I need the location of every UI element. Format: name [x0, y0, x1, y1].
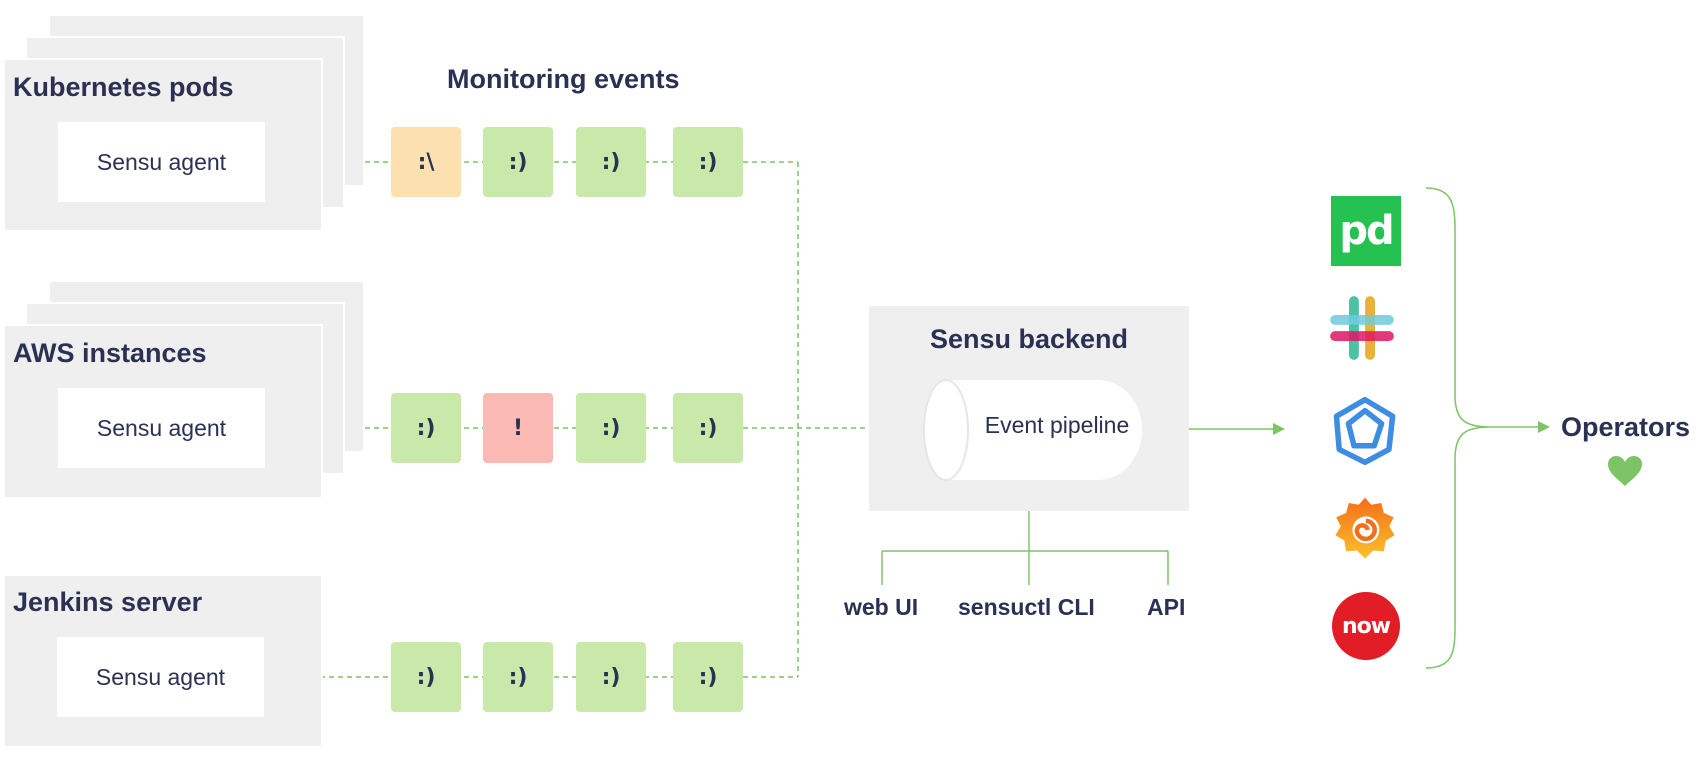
event-critical: !: [483, 393, 553, 463]
event-ok: :): [673, 393, 743, 463]
interface-tree: [881, 511, 1169, 585]
sensu-agent: Sensu agent: [57, 637, 264, 717]
event-ok: :): [576, 642, 646, 712]
stack-card-front: [3, 58, 323, 232]
group-title: AWS instances: [13, 338, 207, 368]
event-pipeline-cylinder: [923, 379, 1142, 481]
sensuctl-cli-label: sensuctl CLI: [958, 594, 1095, 620]
sensu-agent: Sensu agent: [58, 122, 265, 202]
event-ok: :): [673, 642, 743, 712]
event-ok: :): [391, 393, 461, 463]
operators-label: Operators: [1561, 412, 1691, 442]
pagerduty-icon: pd: [1331, 196, 1401, 266]
integrations-brace: [1425, 187, 1491, 669]
sensu-agent: Sensu agent: [58, 388, 265, 468]
event-warning: :\: [391, 127, 461, 197]
event-ok: :): [576, 393, 646, 463]
web-ui-label: web UI: [844, 594, 919, 620]
backend-title: Sensu backend: [929, 324, 1129, 354]
monitoring-events-heading: Monitoring events: [447, 64, 680, 94]
heart-icon: [1608, 456, 1642, 486]
event-ok: :): [673, 127, 743, 197]
event-ok: :): [483, 642, 553, 712]
servicenow-icon: now: [1332, 592, 1400, 660]
servicenow-icon-label: now: [1341, 613, 1391, 639]
event-ok: :): [391, 642, 461, 712]
grafana-icon: [1335, 497, 1395, 559]
api-label: API: [1147, 594, 1186, 620]
group-title: Jenkins server: [13, 587, 203, 617]
event-ok: :): [483, 127, 553, 197]
pagerduty-icon-label: pd: [1339, 208, 1394, 254]
event-ok: :): [576, 127, 646, 197]
event-pipeline-label: Event pipeline: [984, 412, 1130, 438]
polyhedron-icon: [1333, 396, 1396, 466]
slack-icon: [1330, 296, 1394, 360]
group-title: Kubernetes pods: [13, 72, 234, 102]
